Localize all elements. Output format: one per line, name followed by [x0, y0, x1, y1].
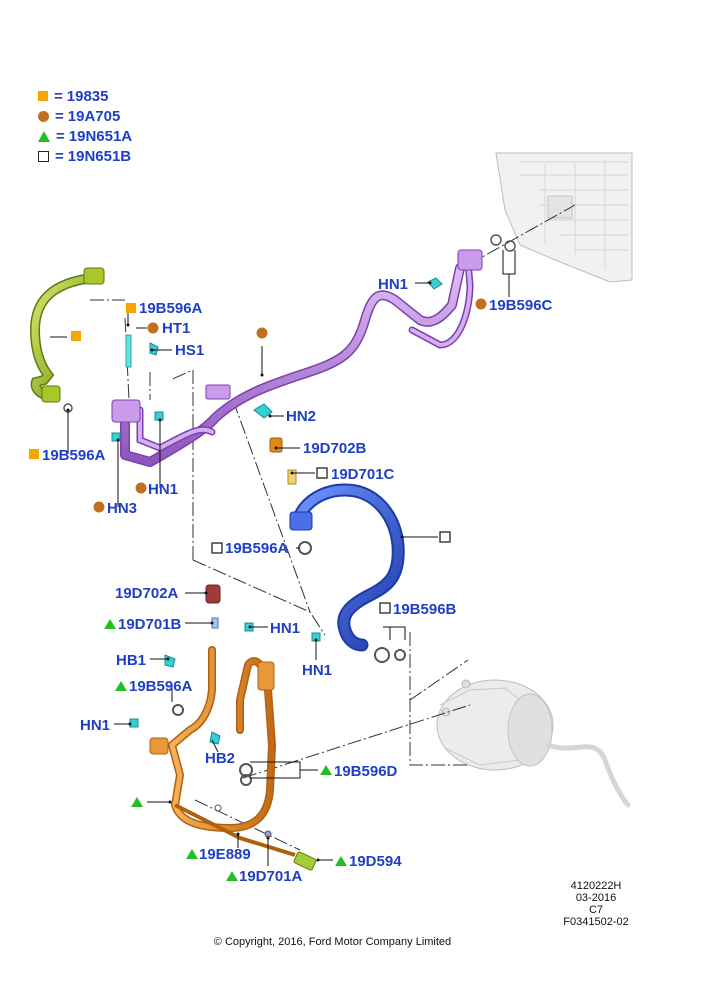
label-hs1: HS1: [175, 342, 204, 359]
label-19b596c: 19B596C: [489, 297, 553, 314]
leader-lines: [50, 250, 516, 866]
ref-code: 4120222H: [570, 880, 622, 892]
label-hn1-blue: HN1: [302, 662, 332, 679]
legend-item-triangle: =19N651A: [38, 126, 132, 146]
label-ht1: HT1: [162, 320, 190, 337]
label-19e889: 19E889: [199, 846, 251, 863]
legend-code: 19A705: [67, 107, 121, 125]
orange-hoses: [149, 646, 296, 857]
label-19d594: 19D594: [349, 853, 402, 870]
label-hb1: HB1: [116, 652, 146, 669]
square-symbol-icon: [38, 91, 48, 101]
label-hn2: HN2: [286, 408, 316, 425]
label-19b596a-low: 19B596A: [129, 678, 193, 695]
label-hn1-mid: HN1: [148, 481, 178, 498]
purple-hose: [111, 249, 483, 467]
label-19b596b: 19B596B: [393, 601, 457, 618]
label-19d702b: 19D702B: [303, 440, 367, 457]
label-hn1-low: HN1: [80, 717, 110, 734]
label-hn3: HN3: [107, 500, 137, 517]
triangle-symbol-icon: [38, 130, 50, 142]
label-19d701c: 19D701C: [331, 466, 395, 483]
label-19d702a: 19D702A: [115, 585, 179, 602]
legend-code: 19N651B: [67, 147, 132, 165]
evaporator-housing: [495, 152, 633, 283]
legend-code: 19N651A: [68, 127, 133, 145]
legend-code: 19835: [66, 87, 109, 105]
copyright: © Copyright, 2016, Ford Motor Company Li…: [213, 936, 452, 948]
label-19b596a-left: 19B596A: [42, 447, 106, 464]
legend-item-circle: =19A705: [38, 106, 120, 126]
green-hose: [29, 267, 105, 403]
callout-symbols: [29, 298, 487, 881]
circle-symbol-icon: [38, 110, 49, 122]
label-hn1-orange: HN1: [270, 620, 300, 637]
drawing-reference: 4120222H 03-2016 C7 F0341502-02: [556, 880, 636, 928]
part-labels: 19B596A HT1 HS1 19B596A HN3 HN1 HN2 HN1 …: [42, 276, 553, 885]
label-19d701b: 19D701B: [118, 616, 182, 633]
ref-figure: F0341502-02: [563, 916, 629, 928]
fittings: [63, 234, 516, 871]
leader-dots: [66, 281, 432, 862]
label-19d701a: 19D701A: [239, 868, 303, 885]
blue-hose: [289, 483, 405, 652]
open-square-symbol-icon: [38, 150, 49, 162]
ref-rev: C7: [588, 904, 604, 916]
label-hb2: HB2: [205, 750, 235, 767]
ref-date: 03-2016: [575, 892, 617, 904]
connection-lines: [90, 204, 576, 851]
label-19b596a-mid: 19B596A: [225, 540, 289, 557]
compressor: [436, 679, 631, 808]
label-19b596a-top: 19B596A: [139, 300, 203, 317]
legend-item-square: =19835: [38, 86, 108, 106]
label-hn1-top: HN1: [378, 276, 408, 293]
label-19b596d: 19B596D: [334, 763, 398, 780]
legend-item-open-square: =19N651B: [38, 146, 131, 166]
